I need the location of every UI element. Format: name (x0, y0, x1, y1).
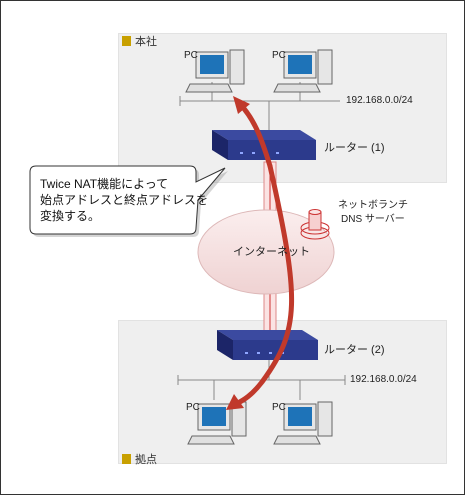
pc-top-right-icon (273, 49, 333, 93)
router-1-label: ルーター (1) (324, 142, 385, 154)
callout-line-1: Twice NAT機能によって (40, 177, 169, 191)
dns-label-line-1: ネットボランチ (338, 200, 408, 211)
router-2-icon (217, 330, 318, 360)
dns-server-icon (300, 209, 330, 240)
branch-label: 拠点 (122, 451, 157, 467)
internet-label: インターネット (233, 246, 310, 258)
router-1-icon (212, 130, 316, 160)
pc-bottom-left-icon (187, 401, 247, 445)
internet-cloud (197, 209, 335, 295)
callout-line-3: 変換する。 (40, 209, 101, 223)
nat-arrow (226, 96, 294, 410)
router-2-label: ルーター (2) (324, 344, 385, 356)
branch-label-text: 拠点 (135, 454, 157, 466)
pc-bottom-right-icon (273, 401, 333, 445)
callout-bubble (29, 165, 228, 237)
callout-text: Twice NAT機能によって 始点アドレスと終点アドレスを 変換する。 (40, 176, 208, 224)
top-subnet-label: 192.168.0.0/24 (346, 95, 413, 106)
headquarters-label: 本社 (122, 33, 157, 49)
pc-label-bottom-left: PC (186, 402, 200, 413)
dns-label-line-2: DNS サーバー (341, 214, 405, 225)
pc-label-top-left: PC (184, 50, 198, 61)
pc-label-bottom-right: PC (272, 402, 286, 413)
zone-marker-icon (122, 454, 131, 464)
bottom-subnet-label: 192.168.0.0/24 (350, 374, 417, 385)
pc-top-left-icon (185, 49, 245, 93)
pc-label-top-right: PC (272, 50, 286, 61)
callout-line-2: 始点アドレスと終点アドレスを (40, 193, 209, 207)
headquarters-label-text: 本社 (135, 36, 157, 48)
zone-marker-icon (122, 36, 131, 46)
